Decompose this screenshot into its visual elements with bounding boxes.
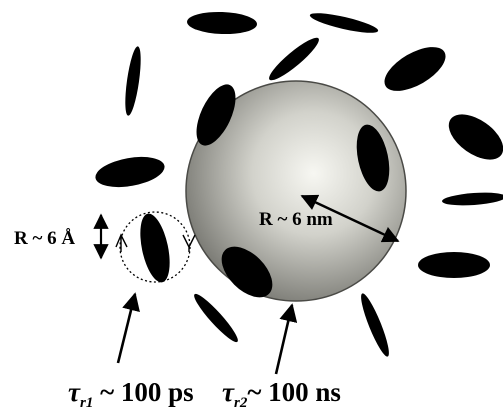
- pointer-arrow-tau1: [116, 292, 140, 364]
- tau2-value: ~ 100 ns: [247, 377, 341, 407]
- small-molecule-ellipse: [140, 213, 170, 283]
- tau2-label: τr2~ 100 ns: [222, 377, 341, 411]
- arrow-left-icon: [115, 233, 128, 252]
- free-molecule-ellipse: [361, 293, 389, 357]
- tau1-symbol: τ: [68, 377, 81, 407]
- tau2-symbol: τ: [222, 377, 235, 407]
- free-molecule-ellipse: [418, 252, 490, 278]
- large-sphere: [185, 80, 407, 302]
- free-molecule-ellipse: [125, 46, 141, 116]
- free-molecule-ellipse: [187, 11, 257, 35]
- bound-molecule-ellipse: [221, 246, 273, 298]
- free-molecule-ellipse: [95, 156, 165, 188]
- large-radius-label: R ~ 6 nm: [259, 209, 333, 230]
- rotation-circle: [119, 211, 191, 283]
- radius-arrow: [300, 194, 400, 243]
- free-molecule-ellipse: [442, 192, 503, 206]
- tau2-subscript: r2: [234, 395, 248, 411]
- free-molecule-ellipse: [269, 37, 319, 81]
- arrow-right-icon: [182, 234, 196, 252]
- bound-molecule-ellipse: [356, 124, 390, 192]
- bound-molecule-ellipse: [196, 84, 236, 146]
- small-radius-label: R ~ 6 Å: [14, 228, 75, 249]
- pointer-arrow-tau2: [274, 303, 298, 375]
- tau1-value: ~ 100 ps: [93, 377, 193, 407]
- free-molecule-ellipse: [194, 293, 238, 343]
- tau1-subscript: r1: [80, 395, 93, 411]
- tau1-label: τr1 ~ 100 ps: [68, 377, 194, 411]
- free-molecule-ellipse: [384, 47, 446, 91]
- free-molecule-ellipse: [448, 114, 503, 160]
- free-molecule-ellipse: [309, 13, 379, 33]
